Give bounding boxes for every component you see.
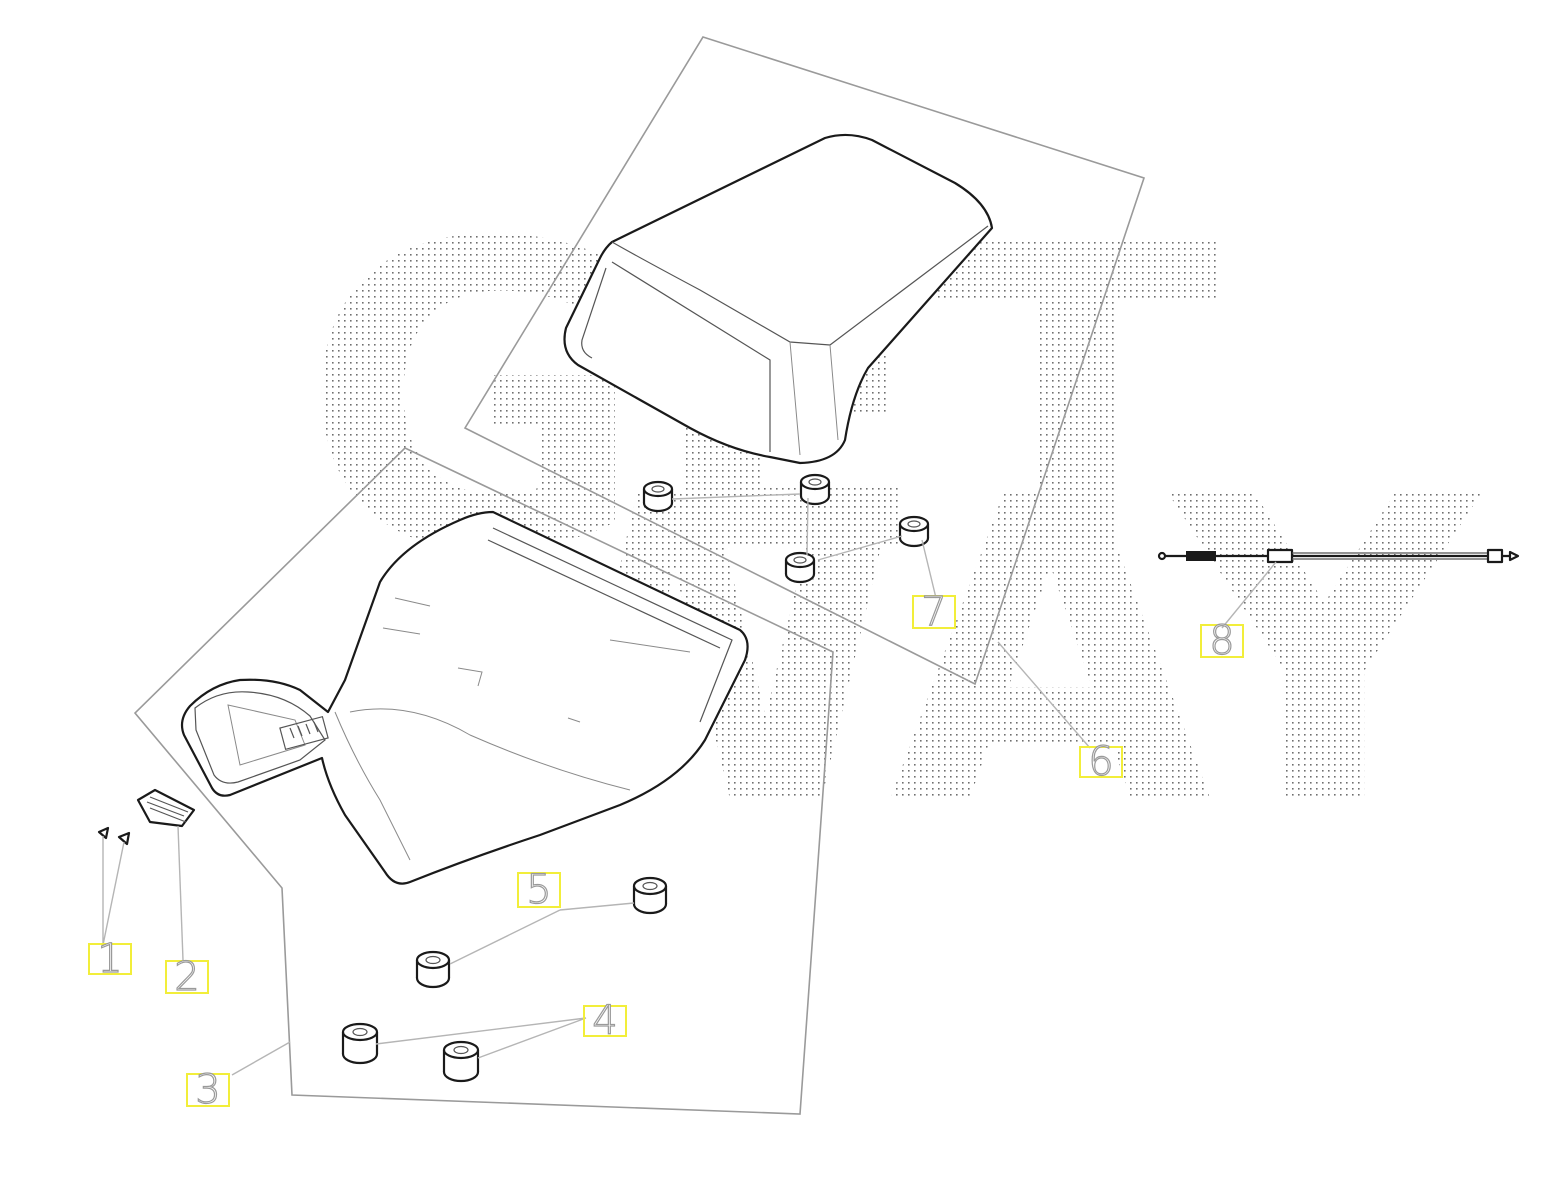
cable-adjuster xyxy=(1266,548,1294,564)
leader-1 xyxy=(102,836,125,946)
leader-8 xyxy=(1221,561,1277,629)
callout-box-8 xyxy=(1200,624,1244,658)
cable-end-fitting xyxy=(1486,548,1504,564)
screws-part-1 xyxy=(97,826,131,846)
release-cable-part-8 xyxy=(1157,548,1520,564)
leader-2 xyxy=(177,825,184,961)
callout-1: 1 xyxy=(88,935,132,983)
rider-seat-front-bolster xyxy=(194,691,326,784)
bushing-7d xyxy=(898,515,930,548)
latch-block xyxy=(279,715,329,751)
callout-number-2: 2 xyxy=(174,954,199,1000)
callout-box-3 xyxy=(186,1073,230,1107)
callout-number-6: 6 xyxy=(1088,739,1113,785)
callout-number-1: 1 xyxy=(97,936,122,982)
cable-sleeve xyxy=(1186,551,1216,561)
passenger-seat-assembly-outline xyxy=(463,36,1146,686)
callout-3: 3 xyxy=(186,1066,230,1114)
leader-3 xyxy=(231,1041,291,1076)
callout-2: 2 xyxy=(165,953,209,1001)
rider-seat-rear-edge xyxy=(492,527,733,723)
callout-number-3: 3 xyxy=(195,1067,220,1113)
rider-seat-rear-trim xyxy=(487,539,721,649)
callout-box-6 xyxy=(1079,746,1123,778)
rider-seat-body xyxy=(180,510,749,885)
rider-seat-latch-block xyxy=(279,715,329,751)
passenger-seat-crease xyxy=(789,341,839,456)
bushing-4a xyxy=(341,1022,379,1065)
leader-4 xyxy=(375,1017,587,1059)
callout-box-7 xyxy=(912,595,956,629)
bushing-5a xyxy=(632,876,668,915)
bushing-4b xyxy=(442,1040,480,1083)
callout-box-5 xyxy=(517,872,561,908)
bushing-5b xyxy=(415,950,451,989)
callout-box-4 xyxy=(583,1005,627,1037)
callout-number-5: 5 xyxy=(526,867,551,913)
cable-end-right xyxy=(1508,550,1520,562)
callout-number-8: 8 xyxy=(1209,618,1234,664)
rider-seat-front-inner xyxy=(227,704,306,766)
passenger-seat-body xyxy=(563,133,994,465)
rubber-pad-part-2 xyxy=(136,788,196,828)
rider-seat-stitch-marks xyxy=(382,597,691,723)
screw-a xyxy=(97,826,110,840)
passenger-seat-top-edge xyxy=(611,225,989,346)
callout-8: 8 xyxy=(1200,617,1244,665)
rider-seat-assembly-outline xyxy=(133,447,834,1115)
leader-5 xyxy=(449,902,635,965)
bushing-7b xyxy=(799,473,831,506)
passenger-seat xyxy=(563,133,994,465)
leader-lines xyxy=(102,493,1277,1076)
bushing-7c xyxy=(784,551,816,584)
rider-seat xyxy=(180,510,749,885)
callout-number-4: 4 xyxy=(592,998,617,1044)
passenger-seat-side-edge xyxy=(611,261,771,452)
leader-7 xyxy=(671,493,937,599)
rubber-pad-ribs xyxy=(146,796,189,823)
callout-labels: 1 2 3 4 5 6 7 8 xyxy=(88,588,1244,1114)
callout-box-2 xyxy=(165,960,209,994)
passenger-seat-front-bevel xyxy=(581,267,607,359)
latch-ribs xyxy=(289,721,319,739)
bushing-7a xyxy=(642,480,674,513)
callout-6: 6 xyxy=(1079,738,1123,786)
callout-number-7: 7 xyxy=(921,589,946,635)
callout-5: 5 xyxy=(517,866,561,914)
cable-end-left xyxy=(1157,551,1167,561)
rubber-pad-body xyxy=(136,788,196,828)
leader-6 xyxy=(997,641,1091,749)
callout-box-1 xyxy=(88,943,132,975)
rider-seat-center-seam xyxy=(349,708,631,791)
callout-7: 7 xyxy=(912,588,956,636)
screw-b xyxy=(117,831,131,846)
rider-seat-side-seam xyxy=(334,711,411,861)
callout-4: 4 xyxy=(583,997,627,1045)
